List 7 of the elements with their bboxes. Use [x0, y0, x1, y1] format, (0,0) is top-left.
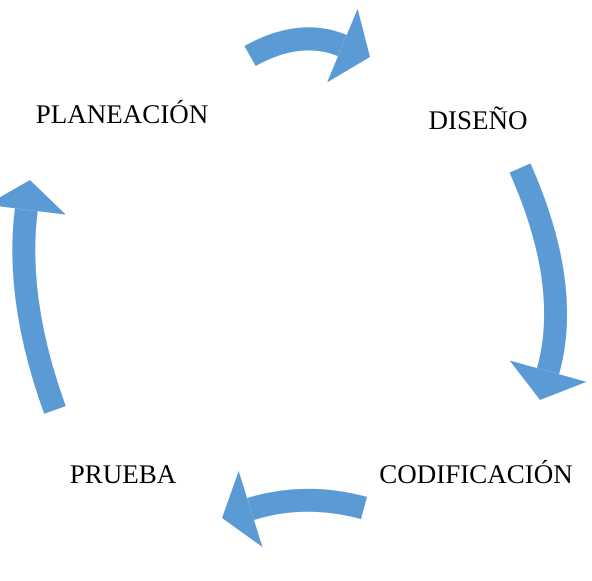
stage-label: DISEÑO [428, 104, 528, 137]
curved-arrow [0, 180, 66, 414]
stage-label: PRUEBA [68, 458, 178, 491]
curved-arrow [222, 470, 367, 548]
curved-arrow [509, 164, 587, 400]
stage-label: CODIFICACIÓN [378, 458, 574, 491]
stage-label: PLANEACIÓN [34, 98, 210, 131]
